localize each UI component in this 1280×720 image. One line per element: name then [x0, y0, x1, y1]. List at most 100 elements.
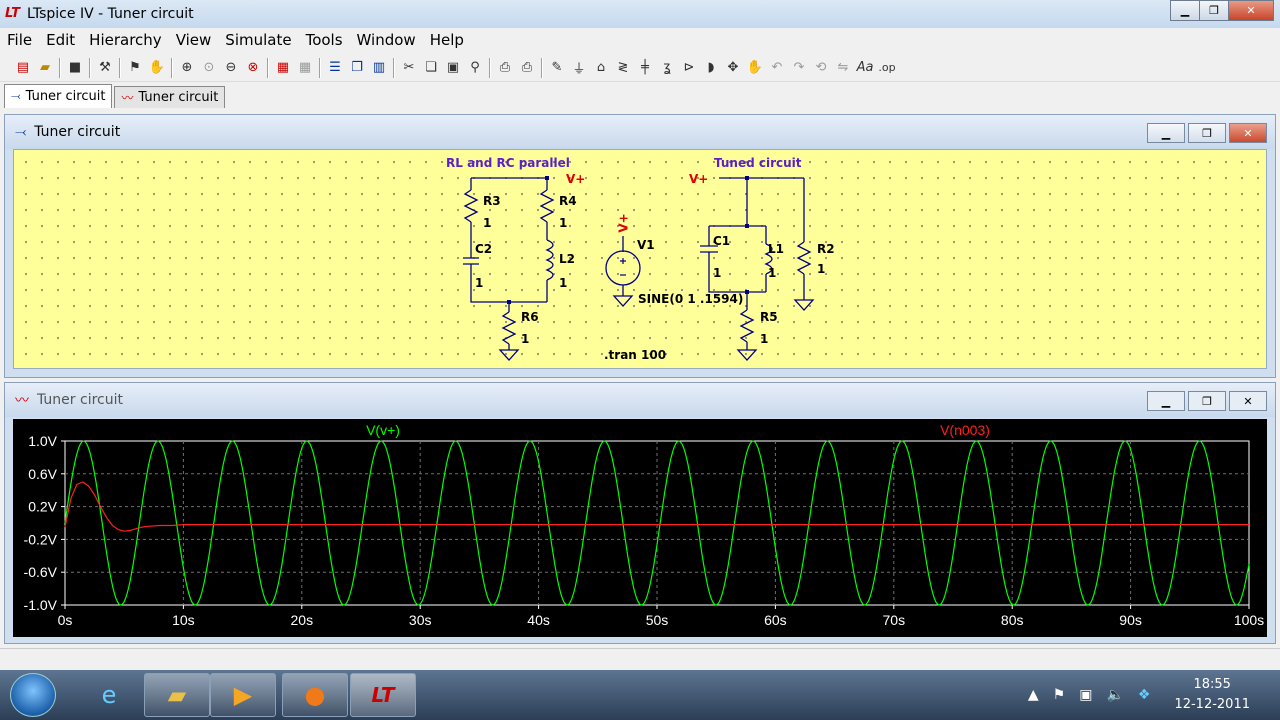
pan-icon[interactable]: ⊙ [203, 60, 215, 75]
value-l2[interactable]: 1 [559, 276, 568, 290]
component-icon[interactable]: ◗ [707, 60, 715, 75]
rotate-icon[interactable]: ⟲ [815, 60, 827, 75]
move-icon[interactable]: ✥ [727, 60, 739, 75]
ground-icon[interactable]: ⏚ [572, 62, 586, 77]
tile-vertical-icon[interactable]: ▥ [372, 60, 386, 75]
value-l1[interactable]: 1 [768, 266, 777, 280]
capacitor-icon[interactable]: ╪ [641, 60, 649, 75]
windows-taskbar: e ▰ ▶ ● LT ▲ ⚑ ▣ 🔈 ❖ 18:55 12-12-2011 [0, 670, 1280, 720]
cascade-icon[interactable]: ❐ [351, 60, 363, 75]
x-tick-label: 100s [1234, 612, 1264, 628]
menu-window[interactable]: Window [356, 31, 416, 49]
diode-icon[interactable]: ⊳ [683, 60, 695, 75]
ltspice-taskbar-icon[interactable]: LT [350, 673, 416, 717]
close-icon: ✕ [1246, 4, 1256, 17]
schematic-maximize-button[interactable]: ❐ [1188, 123, 1226, 143]
resistor-icon[interactable]: ≷ [617, 60, 629, 75]
menu-simulate[interactable]: Simulate [225, 31, 292, 49]
undo-icon[interactable]: ↶ [771, 60, 783, 75]
close-button[interactable]: ✕ [1228, 0, 1274, 21]
legend-vplus[interactable]: V(v+) [366, 422, 400, 438]
wire-icon[interactable]: ✎ [551, 60, 563, 75]
run-icon[interactable]: ⚑ [129, 60, 141, 75]
netlabel-vplus-source: V+ [616, 213, 631, 233]
start-button[interactable] [10, 673, 56, 717]
waveform-maximize-button[interactable]: ❐ [1188, 391, 1226, 411]
network-icon[interactable]: ▣ [1079, 687, 1093, 703]
maximize-button[interactable]: ❐ [1199, 0, 1229, 21]
waveform-minimize-button[interactable]: ▁ [1147, 391, 1185, 411]
value-r6[interactable]: 1 [521, 332, 530, 346]
menu-edit[interactable]: Edit [46, 31, 76, 49]
tile-horizontal-icon[interactable]: ☰ [329, 60, 341, 75]
find-icon[interactable]: ⚲ [470, 60, 480, 75]
mirror-icon[interactable]: ⇋ [837, 60, 849, 75]
zoom-fit-icon[interactable]: ⊗ [247, 60, 259, 75]
menu-view[interactable]: View [175, 31, 212, 49]
redo-icon[interactable]: ↷ [793, 60, 805, 75]
app-title: LTspice IV - Tuner circuit [27, 6, 194, 22]
value-r2[interactable]: 1 [817, 262, 826, 276]
x-tick-label: 60s [764, 612, 787, 628]
value-c2[interactable]: 1 [475, 276, 484, 290]
volume-icon[interactable]: 🔈 [1106, 687, 1124, 703]
schematic-minimize-button[interactable]: ▁ [1147, 123, 1185, 143]
label-r5[interactable]: R5 [760, 310, 778, 324]
menu-tools[interactable]: Tools [305, 31, 343, 49]
cut-icon[interactable]: ✂ [403, 60, 415, 75]
explorer-taskbar-icon[interactable]: ▰ [144, 673, 210, 717]
spice-directive-icon[interactable]: .op [878, 61, 896, 74]
copy-icon[interactable]: ❏ [425, 60, 437, 75]
dropbox-icon[interactable]: ❖ [1137, 687, 1151, 703]
label-r4[interactable]: R4 [559, 194, 577, 208]
zoom-in-icon[interactable]: ⊕ [181, 60, 193, 75]
media-player-taskbar-icon[interactable]: ▶ [210, 673, 276, 717]
firefox-taskbar-icon[interactable]: ● [282, 673, 348, 717]
new-schematic-icon[interactable]: ▤ [16, 60, 30, 75]
system-clock[interactable]: 18:55 12-12-2011 [1174, 675, 1250, 715]
minimize-button[interactable]: ▁ [1170, 0, 1200, 21]
label-c2[interactable]: C2 [475, 242, 493, 256]
value-r5[interactable]: 1 [760, 332, 769, 346]
value-r4[interactable]: 1 [559, 216, 568, 230]
tab-waveform[interactable]: 〰 Tuner circuit [114, 86, 226, 108]
tab-schematic[interactable]: ⤙ Tuner circuit [4, 84, 113, 108]
drag-icon[interactable]: ✋ [746, 60, 764, 75]
show-hidden-icons-icon[interactable]: ▲ [1027, 687, 1039, 703]
grid-icon[interactable]: ▦ [298, 60, 312, 75]
print-setup-icon[interactable]: ⎙ [499, 60, 511, 75]
label-l1[interactable]: L1 [768, 242, 784, 256]
action-center-flag-icon[interactable]: ⚑ [1052, 687, 1066, 703]
value-v1[interactable]: SINE(0 1 .1594) [638, 292, 744, 306]
menu-hierarchy[interactable]: Hierarchy [89, 31, 162, 49]
menu-file[interactable]: File [7, 31, 33, 49]
control-panel-icon[interactable]: ⚒ [99, 60, 111, 75]
autorange-icon[interactable]: ▦ [276, 60, 290, 75]
label-v1[interactable]: V1 [637, 238, 655, 252]
text-icon[interactable]: Aa [856, 60, 874, 75]
schematic-close-button[interactable]: ✕ [1229, 123, 1267, 143]
menu-help[interactable]: Help [429, 31, 464, 49]
spice-directive-tran[interactable]: .tran 100 [604, 348, 667, 362]
open-icon[interactable]: ▰ [40, 60, 50, 75]
label-c1[interactable]: C1 [713, 234, 731, 248]
halt-icon[interactable]: ✋ [148, 60, 166, 75]
schematic-canvas[interactable]: RL and RC parallel Tuned circuit V+ V+ V… [13, 149, 1267, 369]
save-icon[interactable]: ■ [68, 60, 82, 75]
waveform-close-button[interactable]: ✕ [1229, 391, 1267, 411]
value-c1[interactable]: 1 [713, 266, 722, 280]
label-l2[interactable]: L2 [559, 252, 575, 266]
value-r3[interactable]: 1 [483, 216, 492, 230]
label-r6[interactable]: R6 [521, 310, 539, 324]
label-r3[interactable]: R3 [483, 194, 501, 208]
label-r2[interactable]: R2 [817, 242, 835, 256]
paste-icon[interactable]: ▣ [446, 60, 460, 75]
minimize-icon: ▁ [1161, 126, 1171, 140]
legend-n003[interactable]: V(n003) [940, 422, 990, 438]
print-icon[interactable]: ⎙ [521, 60, 533, 75]
ie-taskbar-icon[interactable]: e [101, 681, 117, 709]
zoom-out-icon[interactable]: ⊖ [225, 60, 237, 75]
label-net-icon[interactable]: ⌂ [596, 60, 606, 75]
inductor-icon[interactable]: ʓ [663, 60, 671, 75]
